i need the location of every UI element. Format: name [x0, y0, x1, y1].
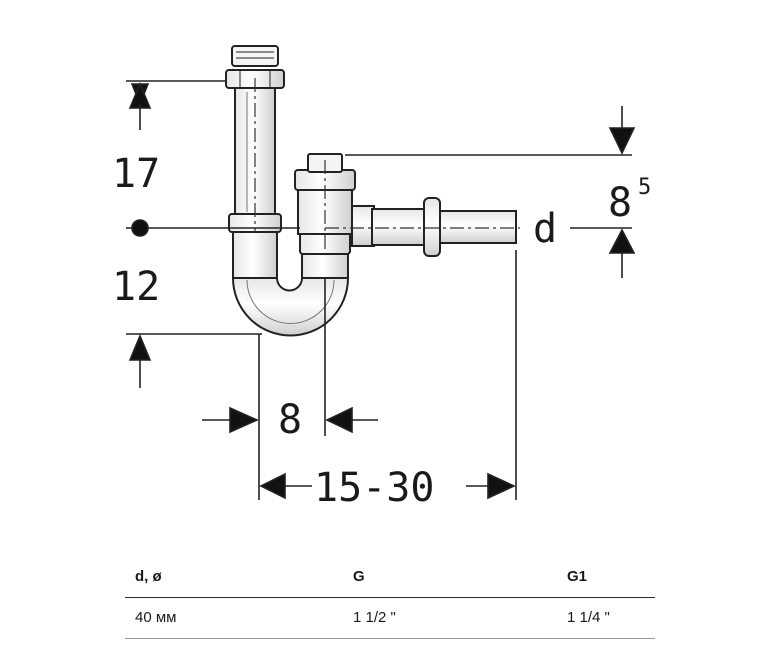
arrow-8-right: [325, 406, 353, 434]
siphon-body: [225, 45, 517, 337]
dim-upper-height: 17: [112, 151, 160, 197]
table-row: 40 мм 1 1/2 " 1 1/4 ": [125, 598, 655, 638]
siphon-technical-drawing: 17 12 8 15-30 d 8 5: [112, 45, 651, 511]
left-leg: [232, 231, 278, 279]
u-bend: [231, 277, 350, 337]
outlet-neck: [351, 205, 375, 247]
header-g: G: [353, 568, 365, 585]
right-leg: [301, 251, 349, 279]
header-g1: G1: [567, 568, 588, 585]
header-divider: [125, 597, 655, 598]
outlet-flange: [423, 197, 441, 257]
arrow-outlet-top: [608, 127, 636, 155]
dimension-lines: [126, 80, 636, 500]
spec-table: d, ø G G1 40 мм 1 1/2 " 1 1/4 ": [125, 557, 655, 639]
cell-g1: 1 1/4 ": [567, 609, 610, 626]
inlet-top-cap: [231, 45, 279, 67]
cell-g: 1 1/2 ": [353, 609, 396, 626]
cell-diameter: 40 мм: [135, 609, 177, 626]
center-dot: [131, 219, 149, 237]
header-diameter: d, ø: [135, 568, 162, 585]
dim-lower-height: 12: [112, 264, 160, 310]
arrow-8-left: [229, 406, 259, 434]
row-divider: [125, 638, 655, 639]
dim-outlet-height: 8: [608, 180, 632, 226]
arrow-12-up: [128, 333, 152, 361]
outlet-tube: [371, 208, 429, 246]
dim-pipe-diameter: d: [533, 206, 557, 252]
dim-outlet-length: 15-30: [314, 465, 434, 511]
arrow-1530-right: [487, 472, 516, 500]
spec-header-row: d, ø G G1: [125, 557, 655, 597]
outlet-extension: [439, 210, 517, 244]
center-lines: [254, 78, 520, 252]
arrow-outlet-bottom: [608, 228, 636, 254]
arrow-1530-left: [259, 472, 286, 500]
dim-outlet-height-superscript: 5: [638, 175, 651, 200]
dim-inner-offset: 8: [278, 397, 302, 443]
